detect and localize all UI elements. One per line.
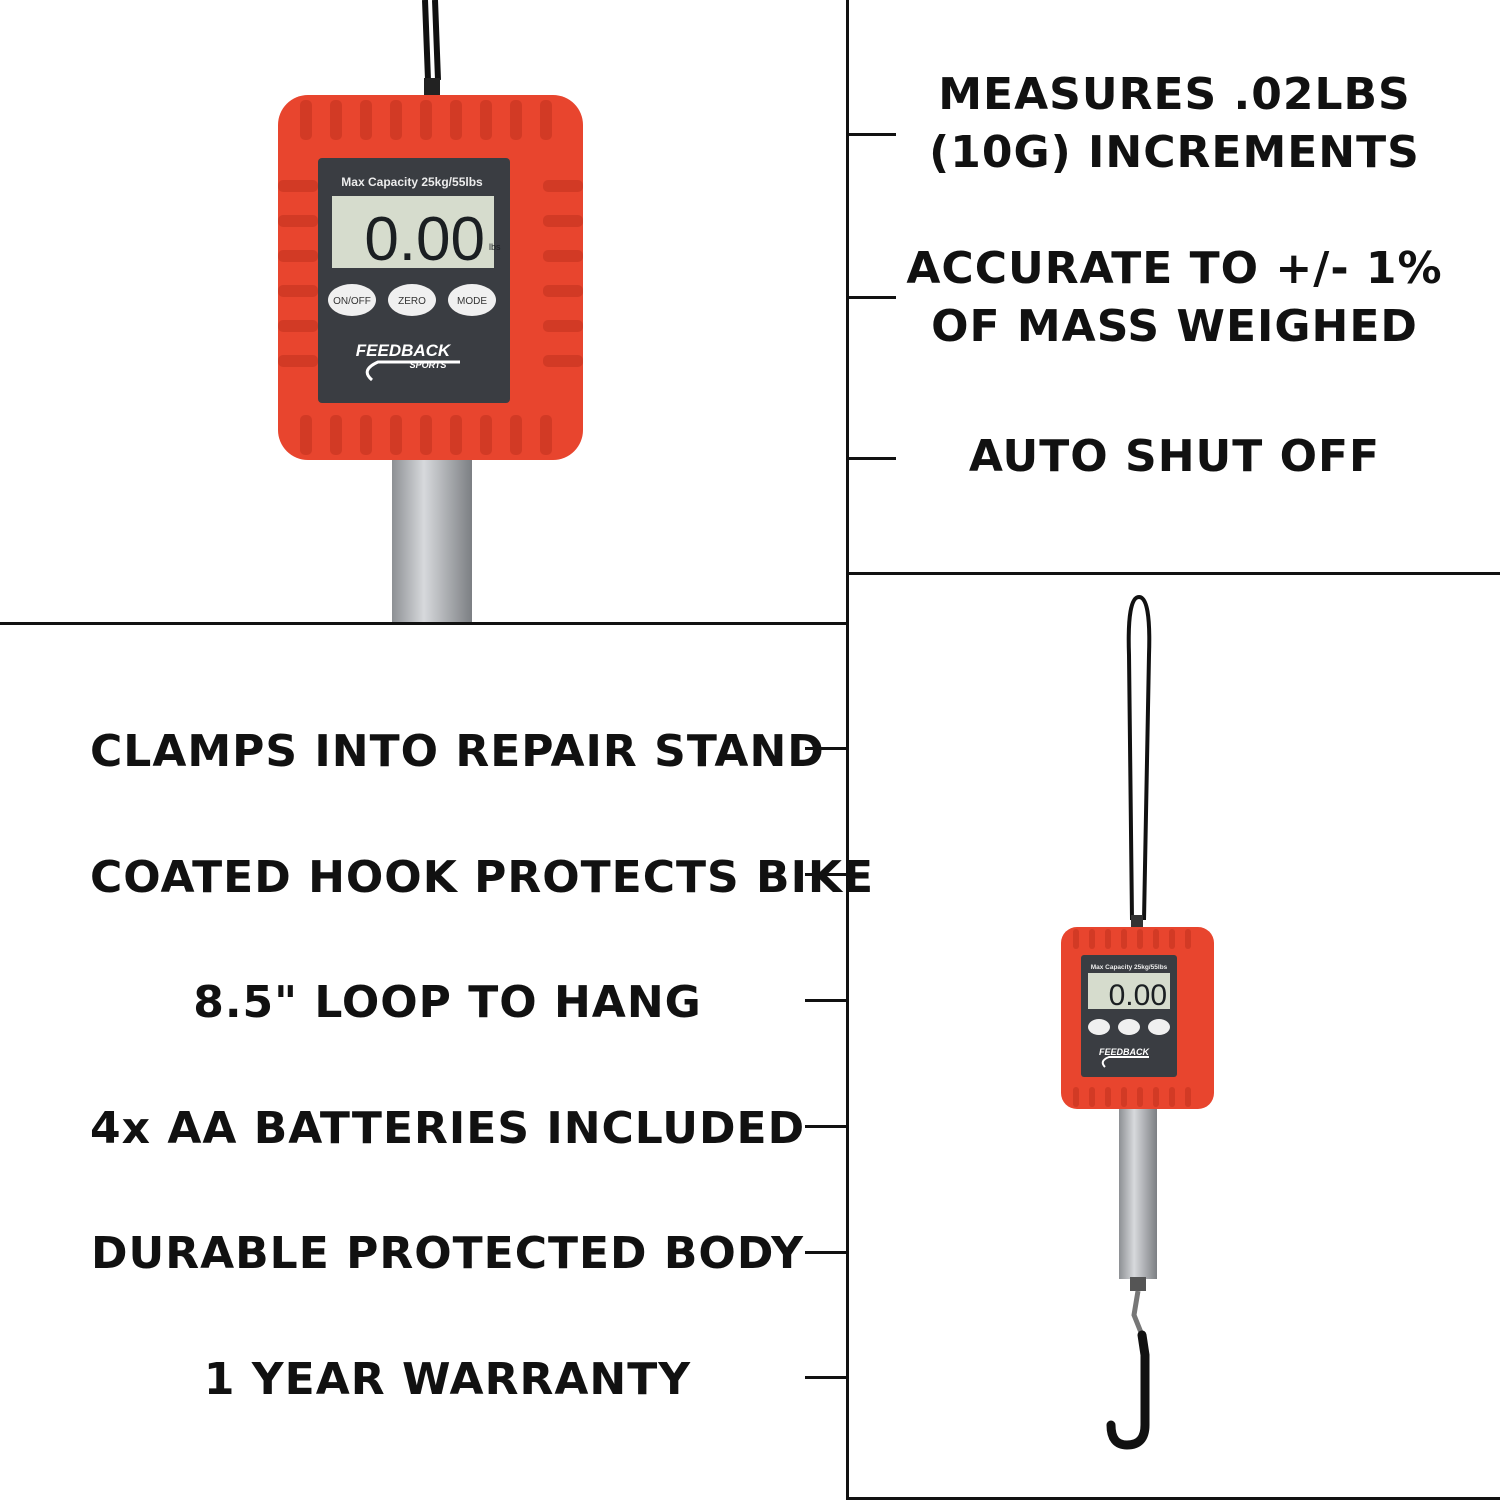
feature-tick <box>805 999 847 1002</box>
top-left-bottom-border <box>0 622 849 625</box>
svg-text:ON/OFF: ON/OFF <box>333 296 371 307</box>
feature-warranty: 1 YEAR WARRANTY <box>203 1354 692 1405</box>
feature-clamps: CLAMPS INTO REPAIR STAND <box>90 726 825 777</box>
brand-logo: FEEDBACK <box>356 341 452 360</box>
feature-accuracy: ACCURATE TO +/- 1% OF MASS WEIGHED <box>906 243 1443 352</box>
feature-increments: MEASURES .02LBS (10G) INCREMENTS <box>929 69 1420 178</box>
scale-full-panel: Max Capacity 25kg/55lbs 0.00 FEEDBACK <box>849 575 1500 1497</box>
mode-button <box>448 284 496 316</box>
bottom-right-border <box>846 1497 1500 1500</box>
brand-sub: SPORTS <box>410 360 447 370</box>
feature-durable: DURABLE PROTECTED BODY <box>90 1228 805 1279</box>
feature-tick <box>849 296 896 299</box>
lcd-unit: lbs <box>489 242 501 252</box>
on-off-button <box>328 284 376 316</box>
feature-tick <box>805 1376 847 1379</box>
svg-text:MODE: MODE <box>457 296 487 307</box>
svg-text:ZERO: ZERO <box>398 296 426 307</box>
scale-closeup-image: Max Capacity 25kg/55lbs 0.00 lbs ON/OFF … <box>278 0 583 622</box>
feature-tick <box>805 1125 847 1128</box>
feature-tick <box>805 1251 847 1254</box>
feature-tick <box>849 457 896 460</box>
feature-tick <box>849 133 896 136</box>
scale-closeup-panel: Max Capacity 25kg/55lbs 0.00 lbs ON/OFF … <box>0 0 846 622</box>
hanging-loop <box>1126 594 1152 921</box>
feature-coated-hook: COATED HOOK PROTECTS BIKE <box>90 852 875 903</box>
lcd-display <box>332 196 494 268</box>
svg-text:0.00: 0.00 <box>1109 979 1167 1012</box>
vertical-divider <box>846 0 849 1500</box>
svg-text:FEEDBACK: FEEDBACK <box>1099 1047 1151 1057</box>
scale-pole <box>1119 1109 1157 1279</box>
feature-auto-shutoff: AUTO SHUT OFF <box>968 431 1381 482</box>
feature-tick <box>805 747 847 750</box>
svg-text:Max Capacity 25kg/55lbs: Max Capacity 25kg/55lbs <box>1091 964 1168 971</box>
feature-loop: 8.5" LOOP TO HANG <box>193 977 702 1028</box>
brand-swoosh <box>365 360 460 382</box>
coated-hook <box>1106 1330 1150 1450</box>
feature-batteries: 4x AA BATTERIES INCLUDED <box>90 1103 806 1154</box>
right-panel-divider <box>846 572 1500 575</box>
lcd-value: 0.00 <box>364 205 485 274</box>
scale-full-image: Max Capacity 25kg/55lbs 0.00 FEEDBACK <box>1061 594 1214 1450</box>
feature-tick <box>805 873 847 876</box>
zero-button <box>388 284 436 316</box>
capacity-label: Max Capacity 25kg/55lbs <box>341 175 483 189</box>
